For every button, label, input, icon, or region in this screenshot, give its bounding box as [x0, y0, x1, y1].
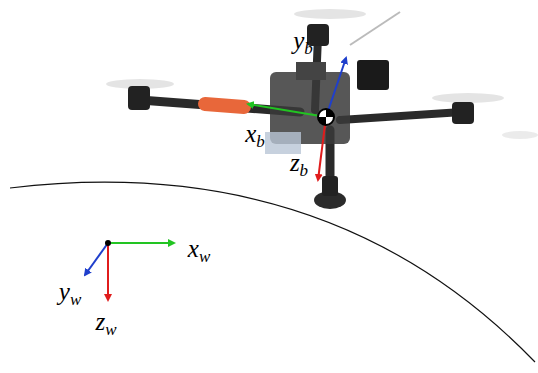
yb-label: yb	[293, 28, 313, 57]
yw-label: yw	[59, 279, 81, 308]
zw-axis	[107, 243, 109, 300]
xb-axis	[248, 104, 326, 117]
quadrotor	[106, 9, 538, 209]
xw-axis	[108, 242, 174, 244]
ground-curve	[10, 182, 535, 362]
yw-axis	[85, 243, 108, 275]
xw-label: xw	[188, 236, 210, 265]
yb-axis	[326, 58, 346, 117]
zw-label: zw	[95, 309, 116, 338]
xb-label: xb	[245, 121, 265, 150]
zb-axis	[318, 117, 326, 180]
zb-label: zb	[290, 150, 308, 179]
center-of-mass	[318, 109, 334, 125]
